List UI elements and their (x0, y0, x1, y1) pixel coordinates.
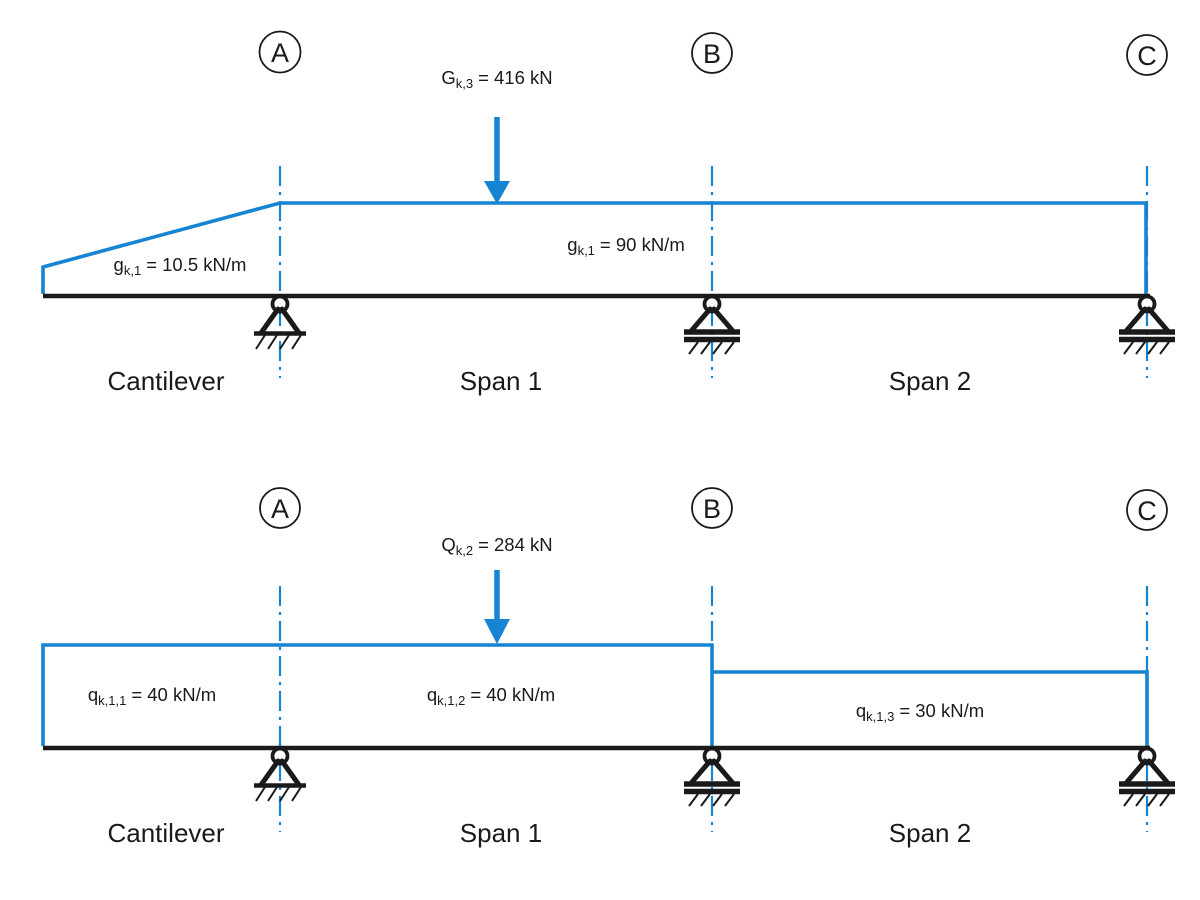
node-badge-c-bottom: C (1126, 489, 1168, 531)
diagram-permanent-loads: A B C Gk,3= 416 kN gk,1= 10.5 kN/m gk,1=… (41, 30, 1175, 396)
dist-load-label-span2-bottom: qk,1,3= 30 kN/m (856, 700, 984, 724)
node-label-b: B (703, 39, 721, 69)
point-load-arrow-top (484, 117, 510, 204)
distributed-load-outline-bottom (41, 643, 1149, 746)
node-label-a: A (271, 494, 289, 524)
node-badge-b-bottom: B (691, 487, 733, 529)
node-label-b: B (703, 494, 721, 524)
node-label-c: C (1137, 41, 1157, 71)
node-label-a: A (271, 38, 289, 68)
dist-load-label-span1-top: gk,1= 90 kN/m (567, 234, 684, 258)
span-label-span2-bottom: Span 2 (889, 818, 971, 848)
arrow-head-icon (484, 181, 510, 204)
span-label-span2-top: Span 2 (889, 366, 971, 396)
dist-load-label-span1-bottom: qk,1,2= 40 kN/m (427, 684, 555, 708)
node-badge-c-top: C (1126, 34, 1168, 76)
span-label-cantilever-top: Cantilever (107, 366, 224, 396)
span-label-span1-top: Span 1 (460, 366, 542, 396)
node-badge-a-bottom: A (259, 487, 301, 529)
diagram-variable-loads: A B C Qk,2= 284 kN qk,1,1= 40 kN/m qk,1,… (41, 487, 1175, 848)
dist-load-label-cantilever-bottom: qk,1,1= 40 kN/m (88, 684, 216, 708)
node-badge-b-top: B (691, 32, 733, 74)
point-load-label-top: Gk,3= 416 kN (441, 67, 552, 91)
node-badge-a-top: A (258, 30, 302, 74)
distributed-load-outline-top (41, 201, 1148, 294)
point-load-arrow-bottom (484, 570, 510, 644)
node-label-c: C (1137, 496, 1157, 526)
point-load-label-bottom: Qk,2= 284 kN (441, 534, 552, 558)
span-label-span1-bottom: Span 1 (460, 818, 542, 848)
span-label-cantilever-bottom: Cantilever (107, 818, 224, 848)
arrow-head-icon (484, 619, 510, 644)
dist-load-label-cantilever-top: gk,1= 10.5 kN/m (114, 254, 247, 278)
